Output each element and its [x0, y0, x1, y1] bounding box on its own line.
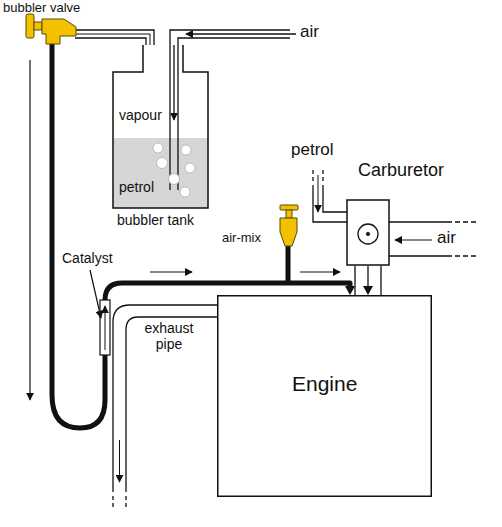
- bubbler-tank: vapour petrol bubbler tank: [113, 45, 208, 228]
- part-label: exhaust pipe: [134, 320, 204, 352]
- exhaust-pipe: [113, 305, 217, 510]
- petrol-inlet: [313, 170, 347, 222]
- engine-box: Engine: [217, 295, 432, 497]
- part-label: bubbler valve: [3, 1, 80, 16]
- leader-line: [90, 270, 101, 318]
- air-inlet: [389, 222, 478, 256]
- flow-arrow: [300, 271, 340, 272]
- node-text: Engine: [292, 372, 357, 396]
- node-text: vapour: [119, 107, 162, 123]
- part-label: air: [300, 22, 319, 42]
- catalyst: [100, 300, 110, 355]
- carburetor: Carburetor: [330, 160, 460, 266]
- part-label: Catalyst: [62, 250, 113, 266]
- part-label: air: [437, 228, 456, 248]
- flow-arrow: [105, 306, 106, 350]
- part-label: air-mix: [222, 231, 261, 246]
- node-text: petrol: [119, 179, 154, 195]
- tank-heading: bubbler tank: [117, 212, 194, 228]
- air-mix-hose: [286, 245, 291, 283]
- flow-arrow: [29, 60, 30, 400]
- air-tube: [170, 30, 296, 190]
- bubbles: [153, 143, 195, 197]
- part-label: petrol: [291, 140, 334, 160]
- flow-arrow: [150, 271, 192, 272]
- part-heading: Carburetor: [358, 160, 444, 181]
- intake-manifold: [355, 266, 381, 295]
- bubbler-valve: [26, 14, 76, 44]
- node-outline: [217, 295, 432, 497]
- vapour-tube: [75, 30, 154, 45]
- air-mix-valve: [280, 205, 298, 246]
- intake-flow: [363, 266, 373, 295]
- node-outline: [113, 45, 208, 228]
- petrol-liquid: [113, 138, 208, 208]
